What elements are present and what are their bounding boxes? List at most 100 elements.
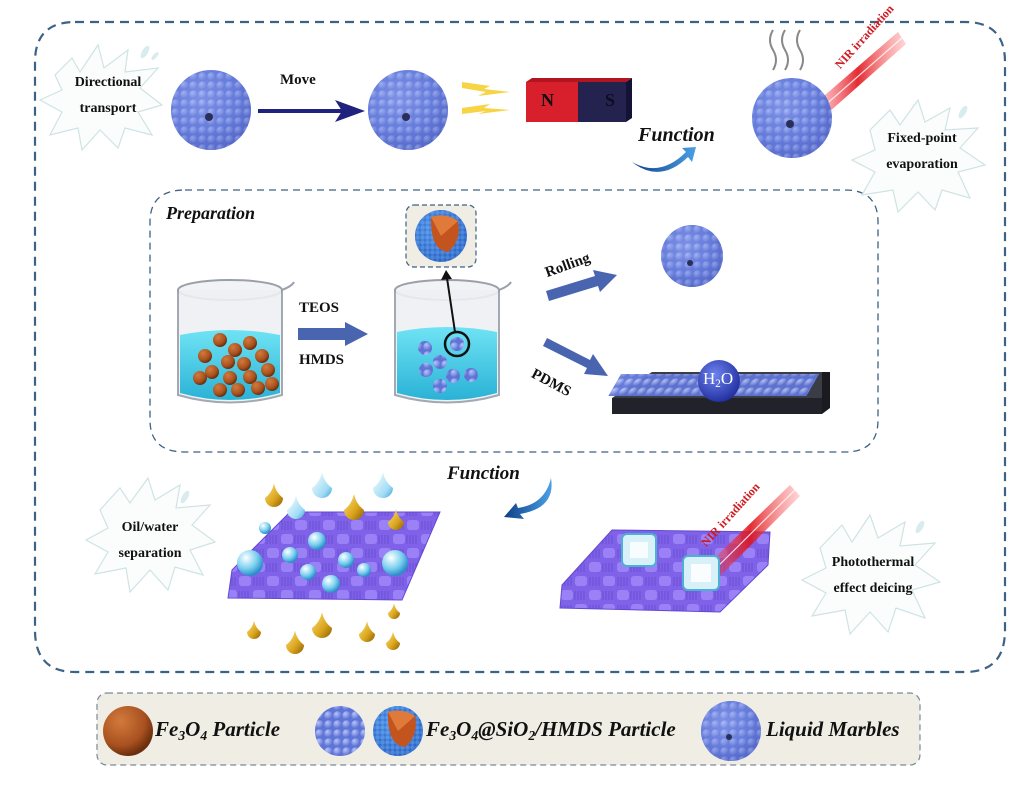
- legend-text: @SiO: [478, 717, 529, 741]
- legend-text: /HMDS Particle: [535, 717, 676, 741]
- label-line: effect deicing: [833, 581, 913, 596]
- function-curve-arrow-top: [632, 147, 696, 172]
- vapor-lines: [769, 29, 804, 71]
- h2o-label: H2O: [703, 369, 733, 390]
- nir-beam-bottom: [700, 485, 800, 584]
- fe3o4-particle: [213, 333, 227, 347]
- preparation-frame: [149, 189, 879, 453]
- burst-fixed-point-evaporation: [850, 98, 987, 214]
- legend-text: O: [456, 717, 472, 741]
- fe3o4-particle: [255, 349, 269, 363]
- h2o-o: O: [720, 369, 734, 388]
- water-drop: [312, 472, 332, 498]
- legend-text: Particle: [207, 717, 281, 741]
- teos-hmds-arrow: [298, 322, 368, 346]
- oil-drop: [286, 630, 304, 654]
- legend-sub: 2: [528, 728, 536, 743]
- liquid-marble-moved: [368, 70, 448, 150]
- fe3o4-particle: [205, 365, 219, 379]
- fe3o4-particle: [228, 343, 242, 357]
- oil-drop: [247, 620, 261, 639]
- water-bead: [382, 550, 408, 576]
- magnet-north-label: N: [541, 90, 554, 110]
- coated-particle: [446, 369, 460, 383]
- burst-oil-water-separation: [84, 476, 217, 594]
- coated-particle: [464, 368, 478, 382]
- label-photothermal-deicing: Photothermal effect deicing: [818, 550, 928, 602]
- coated-particle: [419, 363, 433, 377]
- coated-particle: [433, 355, 447, 369]
- fe3o4-particle: [237, 357, 251, 371]
- fe3o4-particle: [251, 381, 265, 395]
- water-beads-on-mesh: [237, 522, 408, 593]
- pdms-arrow: [543, 338, 608, 376]
- oil-drop: [312, 612, 332, 638]
- legend-label-core-shell: Fe3O4@SiO2/HMDS Particle: [426, 717, 676, 744]
- burst-directional-transport: [38, 43, 164, 152]
- legend-text: Fe: [155, 717, 179, 741]
- label-fixed-point-evaporation: Fixed-point evaporation: [872, 126, 972, 178]
- label-line: Directional: [74, 75, 142, 90]
- oil-drop: [388, 603, 400, 619]
- fe3o4-particle: [243, 370, 257, 384]
- fe3o4-particle: [243, 336, 257, 350]
- water-drop: [287, 495, 305, 519]
- legend-sub: 4: [471, 728, 479, 743]
- fe3o4-particles-in-beaker: [193, 333, 279, 397]
- fe3o4-particle: [261, 363, 275, 377]
- fe3o4-particle: [265, 377, 279, 391]
- legend-text: Fe: [426, 717, 450, 741]
- liquid-marble-rolled: [661, 225, 723, 287]
- core-shell-inset: [405, 204, 477, 268]
- water-bead: [259, 522, 271, 534]
- coated-particle: [450, 337, 464, 351]
- magnet-south-label: S: [605, 90, 616, 110]
- mesh-oil-water: [227, 511, 441, 601]
- fe3o4-particle: [213, 383, 227, 397]
- water-drop: [373, 472, 393, 498]
- water-droplet-h2o: [698, 360, 740, 402]
- oil-drop: [359, 621, 375, 642]
- oil-drop: [386, 631, 400, 650]
- liquid-marble-evaporating: [752, 78, 832, 158]
- legend-label-fe3o4: Fe3O4 Particle: [155, 717, 280, 744]
- label-line: Fixed-point: [887, 131, 957, 146]
- fe3o4-particle: [193, 371, 207, 385]
- mesh-deicing: [559, 529, 771, 613]
- label-line: Photothermal: [831, 555, 915, 570]
- fe3o4-particle: [198, 349, 212, 363]
- liquid-marble-start: [171, 70, 251, 150]
- nir-beam-top: [810, 32, 906, 120]
- hmds-label: HMDS: [299, 352, 344, 368]
- oil-drop: [388, 509, 404, 530]
- water-bead: [308, 532, 326, 550]
- fe3o4-particle: [221, 355, 235, 369]
- water-bead: [357, 563, 371, 577]
- water-bead: [282, 547, 298, 563]
- label-line: separation: [118, 546, 182, 561]
- core-shell-particle-icon: [373, 706, 423, 756]
- legend-text: O: [185, 717, 201, 741]
- coated-particles-in-beaker: [418, 337, 478, 393]
- label-directional-transport: Directional transport: [58, 70, 158, 122]
- teos-label: TEOS: [299, 300, 340, 316]
- bar-magnet: [526, 78, 632, 122]
- label-line: transport: [79, 101, 137, 116]
- coated-particle: [418, 341, 432, 355]
- silica-particle-icon: [315, 706, 365, 756]
- oil-drop: [344, 494, 364, 520]
- preparation-title: Preparation: [166, 203, 256, 223]
- magnetic-force-icon: [462, 82, 510, 114]
- h2o-sub: 2: [715, 378, 721, 390]
- move-arrow: [258, 100, 365, 122]
- function-label-top: Function: [638, 124, 715, 146]
- zoom-callout: [441, 270, 471, 358]
- water-bead: [338, 552, 354, 568]
- function-curve-arrow-bottom: [504, 478, 552, 519]
- fe3o4-particle: [223, 371, 237, 385]
- function-label-bottom: Function: [447, 463, 520, 484]
- burst-droplet-decoration: [140, 45, 968, 534]
- label-oil-water-separation: Oil/water separation: [100, 515, 200, 567]
- h2o-h: H: [703, 369, 716, 388]
